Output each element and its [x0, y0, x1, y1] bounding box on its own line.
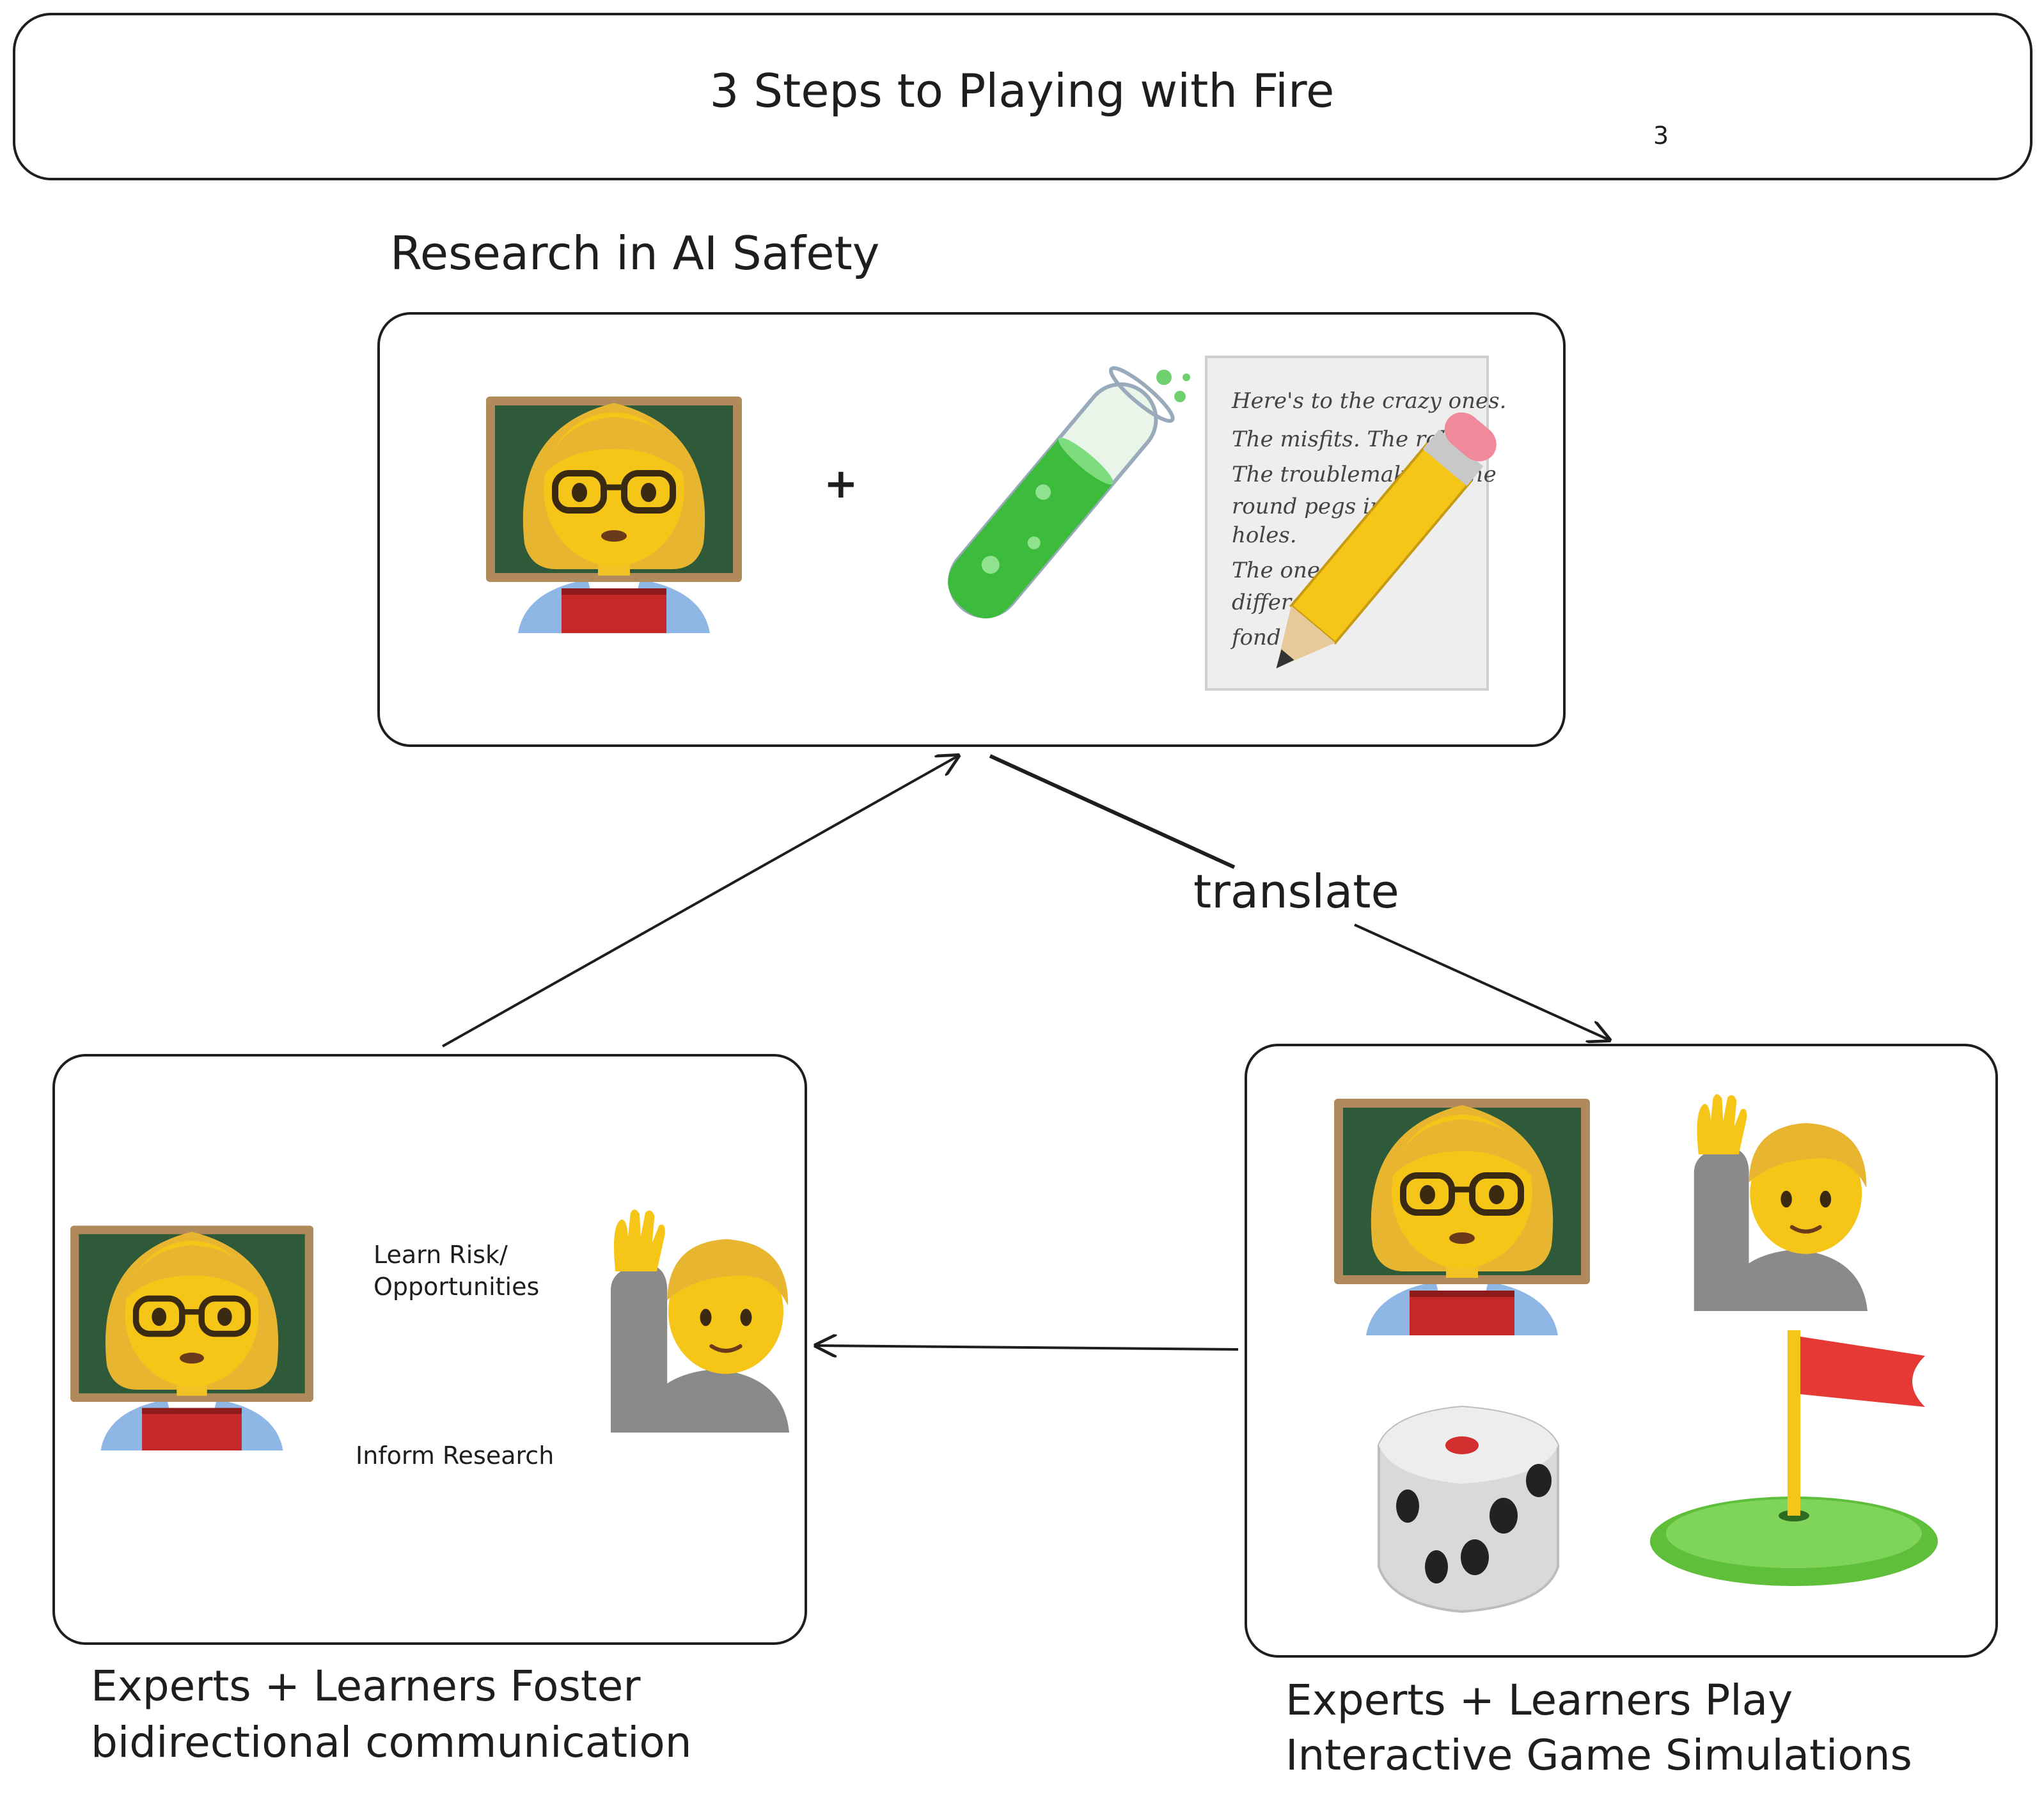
- play-teacher-icon: [1334, 1080, 1590, 1335]
- page-number: 3: [1653, 122, 1669, 150]
- foster-student-icon: [595, 1202, 799, 1433]
- foster-label-line1: Experts + Learners Foster: [91, 1662, 641, 1711]
- memo-icon: Here's to the crazy ones. The misfits. T…: [1205, 356, 1506, 691]
- research-label: Research in AI Safety: [390, 226, 880, 280]
- title-box: [13, 13, 2032, 180]
- arrow-research-to-translate: [989, 754, 1236, 869]
- play-label-line1: Experts + Learners Play: [1285, 1676, 1793, 1725]
- golf-flag-icon: [1650, 1330, 1938, 1586]
- test-tube-icon: [948, 366, 1190, 618]
- play-student-icon: [1676, 1087, 1880, 1311]
- learn-risk-label-line2: Opportunities: [373, 1273, 540, 1301]
- dice-icon: [1378, 1405, 1559, 1614]
- svg-text:holes.: holes.: [1232, 522, 1297, 548]
- foster-teacher-icon: [70, 1201, 313, 1457]
- arrow-play-to-foster: [816, 1346, 1239, 1349]
- translate-label: translate: [1193, 865, 1399, 918]
- svg-text:Here's to the crazy ones.: Here's to the crazy ones.: [1231, 388, 1506, 414]
- inform-research-label: Inform Research: [356, 1442, 554, 1470]
- play-label-line2: Interactive Game Simulations: [1285, 1731, 1912, 1780]
- plus-sign: +: [824, 460, 858, 508]
- arrow-translate-to-play: [1354, 923, 1609, 1040]
- learn-risk-label-line1: Learn Risk/: [373, 1241, 508, 1269]
- arrow-foster-to-research: [442, 756, 958, 1048]
- foster-label-line2: bidirectional communication: [91, 1718, 692, 1767]
- page-title: 3 Steps to Playing with Fire: [709, 64, 1335, 118]
